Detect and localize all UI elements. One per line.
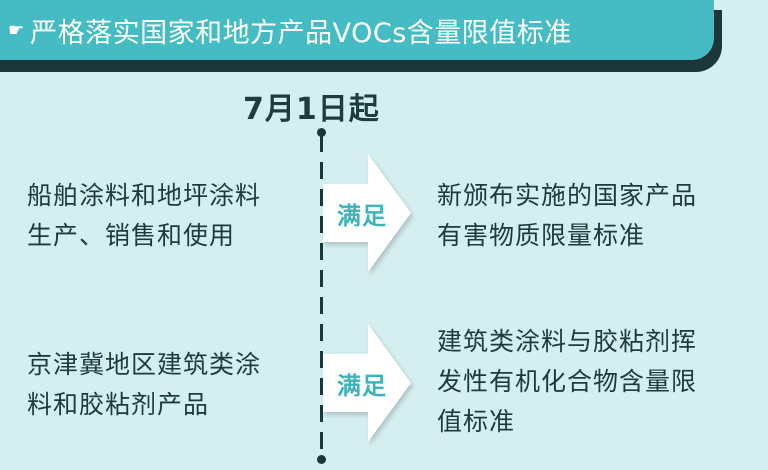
timeline-date: 7月1日起 [243,92,380,127]
timeline-dashed-line [320,135,323,460]
title-banner: ☛ 严格落实国家和地方产品VOCs含量限值标准 [0,0,714,60]
right-arrow-icon [323,154,411,272]
condition-line: 生产、销售和使用 [27,221,236,250]
standard-line: 值标准 [437,407,516,436]
condition-line: 船舶涂料和地坪涂料 [27,181,262,210]
arrow-label: 满足 [337,372,387,400]
page-title: 严格落实国家和地方产品VOCs含量限值标准 [30,17,572,49]
condition-text-1: 船舶涂料和地坪涂料 生产、销售和使用 [27,176,261,256]
standard-line: 建筑类涂料与胶粘剂挥 [437,327,698,356]
condition-line: 京津冀地区建筑类涂 [27,350,262,379]
satisfy-arrow-1: 满足 [323,154,413,272]
timeline-start-dot [317,128,326,137]
standard-line: 新颁布实施的国家产品 [437,181,698,210]
standard-text-1: 新颁布实施的国家产品 有害物质限量标准 [437,176,697,256]
satisfy-arrow-2: 满足 [323,324,413,442]
condition-line: 料和胶粘剂产品 [27,390,210,419]
pointing-hand-icon: ☛ [8,19,25,41]
standard-text-2: 建筑类涂料与胶粘剂挥 发性有机化合物含量限 值标准 [437,322,697,442]
standard-line: 有害物质限量标准 [437,221,646,250]
timeline-end-dot [317,455,326,464]
right-arrow-icon [323,324,411,442]
condition-text-2: 京津冀地区建筑类涂 料和胶粘剂产品 [27,345,261,425]
standard-line: 发性有机化合物含量限 [437,367,698,396]
arrow-label: 满足 [337,202,387,230]
